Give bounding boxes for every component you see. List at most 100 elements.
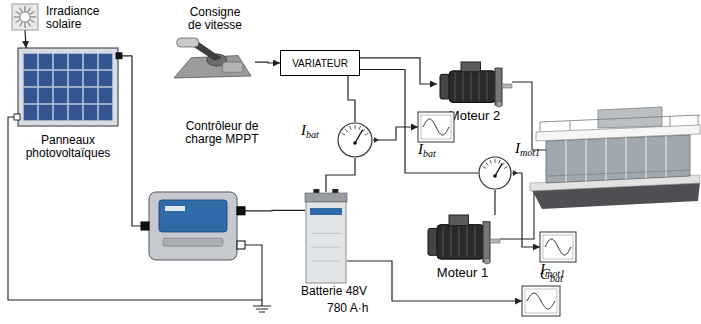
meter-hub (353, 141, 357, 145)
signal-symbol: C (540, 266, 550, 282)
throttle-plate (223, 62, 243, 72)
scope-icon (522, 286, 560, 316)
scope-trace (527, 293, 555, 309)
panel-cell (84, 88, 98, 104)
motor-rib (471, 73, 472, 101)
meter-needle (355, 130, 363, 143)
meter-output (513, 170, 518, 176)
panel-cell (69, 71, 83, 87)
motor-flange (495, 68, 502, 105)
motor-rib (487, 73, 488, 101)
scope-icon (540, 232, 576, 262)
motor: Moteur 1 (425, 215, 500, 263)
motor-shaft-wire (500, 82, 548, 239)
label-group: Irradiance solaire (46, 5, 110, 31)
controller-vent (163, 238, 223, 246)
motor-rib (443, 227, 444, 258)
battery-rib (311, 233, 341, 261)
panel-cell (54, 88, 68, 104)
controller-logo (165, 206, 185, 211)
panel-cell (69, 88, 83, 104)
node-label: Batterie 48V (301, 284, 367, 298)
charge-controller-icon (145, 188, 241, 264)
motor-body (449, 71, 496, 103)
motor-rib (459, 227, 460, 258)
terminal (14, 114, 20, 120)
motor-terminal-box (461, 62, 481, 72)
panel-frame (18, 48, 118, 126)
current-sensor: Ibat (337, 122, 373, 158)
wire-connector (25, 30, 26, 48)
label-group: 780 A·h (327, 302, 368, 315)
label-group: Batterie 48V (301, 285, 367, 298)
motor-icon (437, 62, 512, 106)
scope: Cbat (522, 286, 560, 316)
panel-cell (69, 105, 83, 121)
boat-cabin (546, 135, 690, 183)
panel-cell (39, 105, 53, 121)
signal-symbol: I (515, 140, 520, 156)
motor-rib (479, 73, 480, 101)
boat-window-frame (566, 136, 666, 182)
current-sensor: Imot1 (478, 156, 512, 190)
meter-tick (365, 133, 369, 135)
battery-icon (305, 192, 347, 284)
sun-disc (20, 12, 30, 22)
meter-tick (490, 160, 491, 164)
sun-ray (24, 6, 25, 12)
irradiance-source: Irradiance solaire (12, 4, 38, 30)
scope-frame (540, 232, 576, 262)
meter-hub (493, 174, 497, 178)
motor-rib (463, 73, 464, 101)
wire-connector (255, 62, 280, 64)
wire-connector (348, 76, 355, 122)
terminal (237, 207, 245, 215)
signal-subscript: mot1 (520, 147, 540, 158)
panel-cell (54, 71, 68, 87)
scope-screen (543, 235, 573, 259)
motor-sensor (484, 258, 490, 264)
node-label: 780 A·h (327, 301, 368, 315)
sun-ray (28, 7, 31, 12)
panel-cell (99, 71, 113, 87)
motor: Moteur 2 (437, 62, 512, 106)
meter-tick (345, 129, 348, 132)
speed-throttle-icon (170, 38, 255, 82)
panel-cell (24, 54, 38, 70)
battery-lid (305, 193, 347, 202)
wire-connector (347, 261, 522, 301)
wire-connector (326, 158, 355, 192)
motor-icon (425, 215, 500, 263)
sun-ray (15, 12, 20, 15)
ground-symbol (253, 300, 271, 312)
meter-output (374, 137, 379, 143)
panel-cell (54, 54, 68, 70)
signal-symbol: I (301, 122, 306, 138)
motor-sensor (496, 101, 502, 107)
panel-cell (54, 105, 68, 121)
label-group: Cbat (540, 268, 563, 285)
charge-controller: Contrôleur de charge MPPT (145, 188, 241, 264)
motor-body (437, 225, 484, 260)
label-group: Imot1 (515, 142, 540, 159)
boat-railing (540, 115, 700, 131)
signal-symbol: I (418, 141, 423, 157)
wire-connector (360, 58, 437, 84)
node-label: Panneaux photovoltaïques (26, 133, 111, 160)
pv-panel: Panneaux photovoltaïques (18, 48, 118, 126)
panel-cell (84, 54, 98, 70)
panel-cell (99, 105, 113, 121)
terminal (116, 53, 122, 59)
wire-connector (241, 210, 305, 212)
meter-tick (359, 126, 360, 130)
terminal (141, 222, 149, 230)
meter-tick (483, 167, 487, 169)
sun-ray (28, 21, 31, 26)
motor-rib (467, 227, 468, 258)
ground-wire (243, 245, 262, 300)
scope-trace (423, 119, 449, 135)
pv-panel-icon (18, 48, 118, 126)
irradiance-source-icon (12, 4, 38, 30)
wire-connector (512, 173, 540, 247)
battery: Batterie 48V780 A·h (305, 192, 347, 284)
